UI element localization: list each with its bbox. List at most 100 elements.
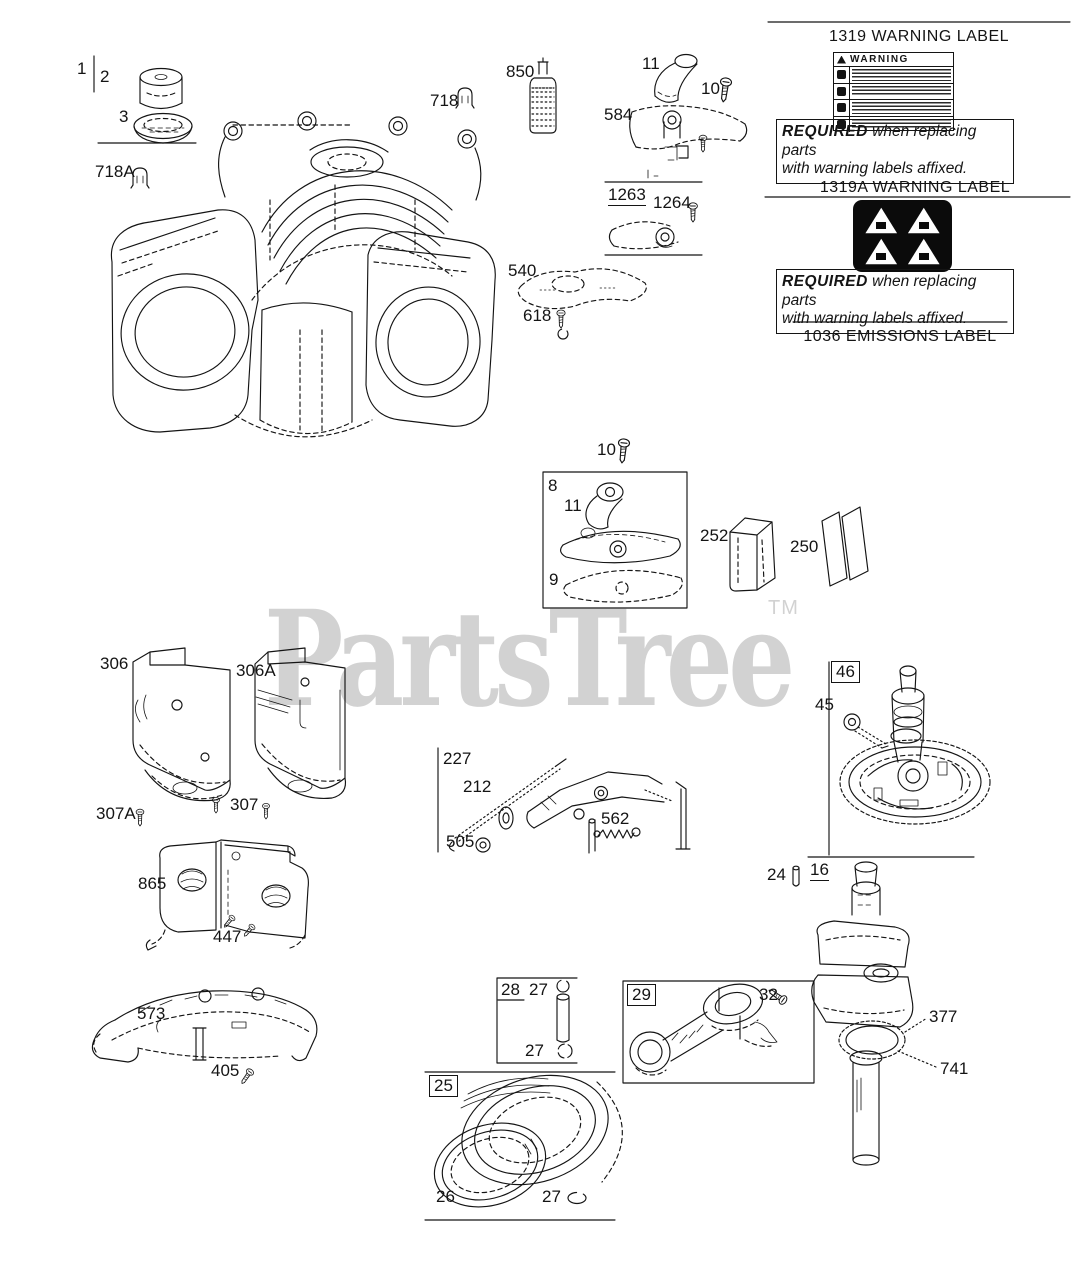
warning-1319-title: 1319 WARNING LABEL: [828, 28, 1010, 45]
part-label-8: 8: [548, 476, 558, 495]
hazard-triangle-icon: [907, 207, 940, 234]
part-11-tube-drawing: [654, 53, 698, 103]
required-note-2: REQUIRED when replacing parts with warni…: [776, 269, 1014, 334]
required-note-1: REQUIRED when replacing parts with warni…: [776, 119, 1014, 184]
part-3-cap-drawing: [133, 112, 193, 144]
part-2-plug-drawing: [139, 67, 183, 110]
part-718-clip-drawing: [455, 87, 475, 109]
part-label-3: 3: [119, 107, 129, 126]
callout-rules-top-left: [93, 55, 353, 144]
part-label-25: 25: [429, 1075, 458, 1097]
group-8-breather: [542, 471, 688, 609]
part-1263-group: [604, 181, 703, 256]
part-label-2: 2: [100, 67, 110, 86]
part-label-1: 1: [77, 59, 87, 78]
part-label-447: 447: [213, 927, 242, 946]
part-562-spring-drawing: [593, 827, 641, 839]
part-306A-shield-drawing: [254, 647, 347, 799]
warning-triangle-icon: [837, 55, 846, 64]
partstree-watermark: PartsTree: [264, 582, 795, 737]
part-label-741: 741: [940, 1059, 969, 1078]
group-29-connecting-rod: [622, 980, 815, 1084]
part-573-bracket-drawing: [91, 987, 318, 1063]
part-label-850: 850: [506, 62, 535, 81]
part-584-bracket-drawing: [629, 105, 748, 179]
partstree-watermark-tm: TM: [768, 597, 799, 619]
part-label-562: 562: [601, 809, 630, 828]
part-label-45: 45: [815, 695, 834, 714]
group-25-piston: [424, 1071, 623, 1221]
part-label-584: 584: [604, 105, 633, 124]
required-note-2-line2: with warning labels affixed.: [782, 310, 968, 328]
part-540-gasket-drawing: [517, 268, 647, 310]
warning-sticker-row: [834, 116, 953, 132]
part-label-1264: 1264: [653, 193, 691, 212]
part-label-306: 306: [100, 654, 129, 673]
part-label-11-mid: 11: [564, 496, 582, 515]
part-label-540: 540: [508, 261, 537, 280]
part-label-32: 32: [759, 985, 778, 1004]
part-label-27-b: 27: [525, 1041, 544, 1060]
part-label-24: 24: [767, 865, 786, 884]
part-250-filter-drawing: [821, 506, 869, 587]
part-306-shield-drawing: [132, 647, 231, 802]
part-label-306A: 306A: [236, 661, 276, 680]
part-10-screw-drawing-mid: [615, 437, 631, 465]
part-label-46: 46: [831, 661, 860, 683]
part-405-screw-drawing: [238, 1067, 256, 1087]
part-label-252: 252: [700, 526, 729, 545]
part-label-573: 573: [137, 1004, 166, 1023]
emissions-1036-title: 1036 EMISSIONS LABEL: [803, 328, 997, 345]
part-label-865: 865: [138, 874, 167, 893]
part-850-can-drawing: [529, 57, 557, 134]
part-label-16: 16: [810, 860, 829, 881]
part-label-26: 26: [436, 1187, 455, 1206]
part-label-27-a: 27: [529, 980, 548, 999]
warning-sticker-row: [834, 100, 953, 117]
warning-1319a-title: 1319A WARNING LABEL: [819, 179, 1011, 196]
part-865-baffle-drawing: [145, 839, 309, 951]
part-label-718: 718: [430, 91, 459, 110]
group-46-camshaft: [828, 661, 991, 856]
part-label-10-top: 10: [701, 79, 720, 98]
warning-1319-sticker: WARNING: [833, 52, 954, 132]
warning-sticker-row: [834, 67, 953, 84]
part-label-28: 28: [501, 980, 520, 999]
part-label-227: 227: [443, 749, 472, 768]
part-label-10-mid: 10: [597, 440, 616, 459]
required-note-1-line2: with warning labels affixed.: [782, 160, 968, 178]
required-note-2-bold: REQUIRED: [782, 273, 868, 290]
part-label-1263: 1263: [608, 185, 646, 206]
part-label-11-top: 11: [642, 54, 660, 73]
part-label-29: 29: [627, 984, 656, 1006]
group-16-crankshaft: [792, 856, 975, 1166]
part-label-27-c: 27: [542, 1187, 561, 1206]
group-227-governor: [437, 747, 691, 854]
part-label-307: 307: [230, 795, 259, 814]
warning-section-rules: [764, 21, 1071, 323]
part-label-377: 377: [929, 1007, 958, 1026]
part-label-307A: 307A: [96, 804, 136, 823]
engine-block-drawing: [110, 111, 496, 438]
hazard-triangle-icon: [865, 238, 898, 265]
hazard-triangle-icon: [865, 207, 898, 234]
required-note-2-rest: when replacing parts: [782, 273, 977, 309]
part-label-505: 505: [446, 832, 475, 851]
warning-sticker-row: [834, 83, 953, 100]
part-label-9: 9: [549, 570, 559, 589]
part-label-250: 250: [790, 537, 819, 556]
part-label-618: 618: [523, 306, 552, 325]
hazard-triangle-icon: [907, 238, 940, 265]
part-252-housing-drawing: [729, 517, 776, 592]
required-note-1-bold: REQUIRED: [782, 123, 868, 140]
warning-sticker-header: WARNING: [834, 53, 953, 67]
part-label-212: 212: [463, 777, 492, 796]
part-618-screws-drawing: [556, 309, 569, 340]
part-label-405: 405: [211, 1061, 240, 1080]
warning-sticker-word: WARNING: [850, 54, 909, 65]
group-28-wrist-pin: [496, 977, 578, 1064]
part-label-718A: 718A: [95, 162, 135, 181]
part-307A-screw-drawing: [135, 808, 145, 827]
